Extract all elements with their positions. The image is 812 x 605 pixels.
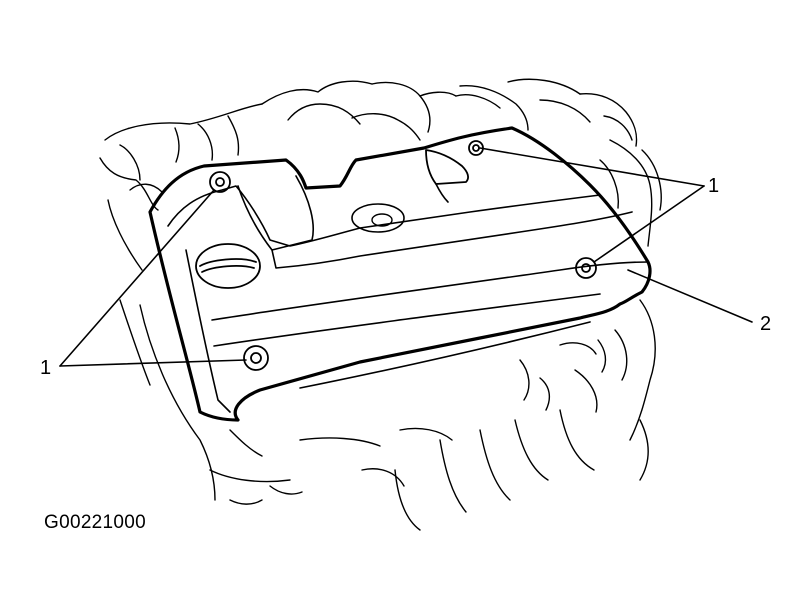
leader-line-1b (59, 359, 247, 367)
leader-line-1a (59, 189, 215, 367)
engine-background-detail (99, 78, 662, 531)
figure-id: G00221000 (44, 512, 147, 533)
leader-line-1c (479, 147, 705, 187)
leader-line-2 (627, 269, 753, 323)
engine-cover (148, 126, 652, 422)
leader-line-1d (593, 185, 705, 263)
oil-filler-cap (195, 243, 261, 289)
bolt-left-bottom (243, 345, 269, 371)
engine-cover-inner-contour (167, 185, 601, 247)
cover-center-recess (351, 203, 405, 233)
callout-label-cover: 2 (760, 313, 772, 335)
bolt-right (575, 257, 597, 279)
bolt-left-top (209, 171, 231, 193)
engine-cover-outline (148, 126, 652, 422)
cover-boss (425, 149, 469, 185)
callout-label-bolt-right: 1 (708, 175, 720, 197)
leader-lines (59, 147, 753, 367)
callout-label-bolt-left: 1 (40, 357, 52, 379)
